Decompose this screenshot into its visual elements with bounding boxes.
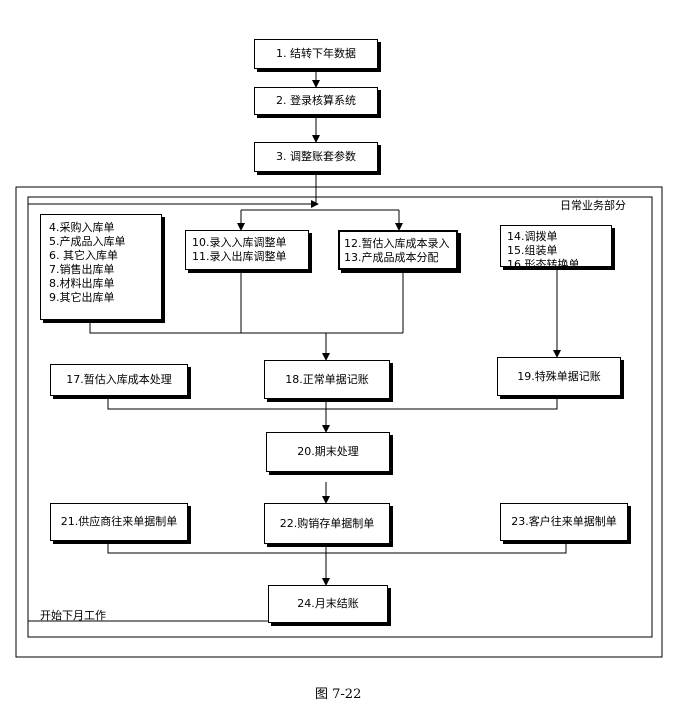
step-24-label: 24.月末结账 — [297, 597, 359, 610]
step-17-box: 17.暂估入库成本处理 — [50, 364, 188, 396]
step-22-box: 22.购销存单据制单 — [264, 503, 390, 544]
adjustments-group: 10.录入入库调整单 11.录入出库调整单 — [185, 230, 309, 270]
cost-entry-group: 12.暂估入库成本录入 13.产成品成本分配 — [338, 230, 458, 270]
step-22-label: 22.购销存单据制单 — [279, 516, 375, 530]
group-item: 16.形态转换单 — [507, 258, 580, 271]
step-1-box: 1. 结转下年数据 — [254, 39, 378, 69]
group-item: 7.销售出库单 — [49, 263, 115, 276]
step-3-label: 3. 调整账套参数 — [276, 150, 356, 163]
step-20-label: 20.期末处理 — [297, 445, 359, 458]
group-item: 9.其它出库单 — [49, 291, 115, 304]
step-3-box: 3. 调整账套参数 — [254, 142, 378, 172]
step-17-label: 17.暂估入库成本处理 — [66, 373, 172, 386]
start-next-month-label: 开始下月工作 — [40, 609, 106, 622]
step-19-label: 19.特殊单据记账 — [517, 369, 601, 383]
figure-caption: 图 7-22 — [315, 687, 362, 702]
group-item: 11.录入出库调整单 — [192, 250, 287, 263]
daily-section-label: 日常业务部分 — [560, 199, 626, 212]
group-item: 10.录入入库调整单 — [192, 236, 287, 249]
daily-section-outer-frame — [15, 186, 663, 658]
step-2-label: 2. 登录核算系统 — [276, 94, 356, 107]
group-item: 15.组装单 — [507, 244, 558, 257]
group-item: 4.采购入库单 — [49, 221, 115, 234]
step-19-box: 19.特殊单据记账 — [497, 357, 621, 396]
step-21-box: 21.供应商往来单据制单 — [50, 503, 188, 541]
group-item: 6. 其它入库单 — [49, 249, 118, 262]
step-18-box: 18.正常单据记账 — [264, 360, 390, 399]
group-item: 5.产成品入库单 — [49, 235, 126, 248]
step-21-label: 21.供应商往来单据制单 — [60, 515, 178, 528]
loop-back-line — [27, 203, 316, 622]
group-item: 14.调拨单 — [507, 230, 558, 243]
step-2-box: 2. 登录核算系统 — [254, 87, 378, 115]
step-1-label: 1. 结转下年数据 — [276, 47, 356, 60]
step-23-label: 23.客户往来单据制单 — [511, 515, 617, 528]
special-documents-group: 14.调拨单 15.组装单 16.形态转换单 — [500, 225, 612, 271]
inbound-outbound-group: 4.采购入库单 5.产成品入库单 6. 其它入库单 7.销售出库单 8.材料出库… — [40, 214, 162, 320]
step-18-label: 18.正常单据记账 — [285, 372, 369, 386]
merge-21-23 — [107, 541, 567, 554]
merge-from-inbound — [89, 320, 403, 334]
group-item: 12.暂估入库成本录入 — [344, 237, 450, 250]
step-23-box: 23.客户往来单据制单 — [500, 503, 628, 541]
group-item: 13.产成品成本分配 — [344, 251, 439, 264]
merge-17-19 — [107, 396, 558, 410]
step-24-box: 24.月末结账 — [268, 585, 388, 623]
group-item: 8.材料出库单 — [49, 277, 115, 290]
step-20-box: 20.期末处理 — [266, 432, 390, 472]
